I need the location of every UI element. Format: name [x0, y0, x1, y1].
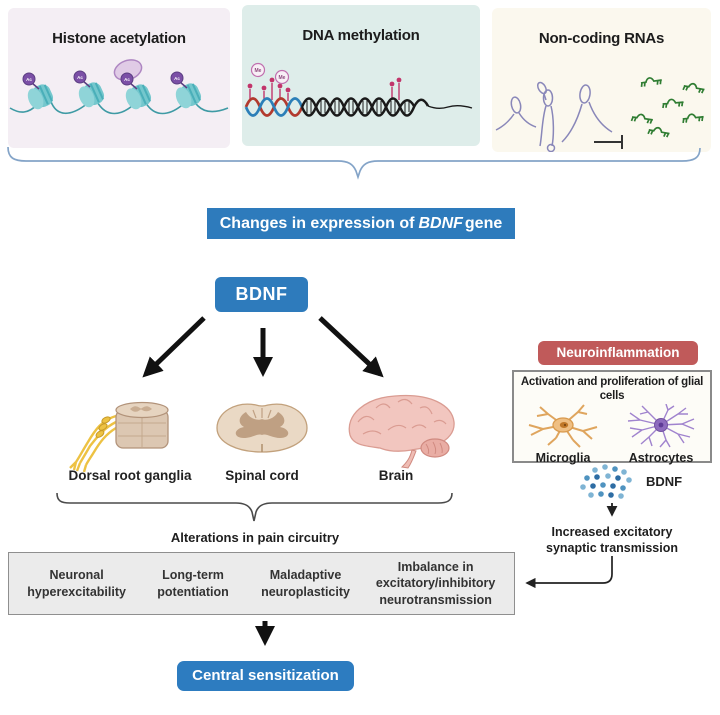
astrocytes-label: Astrocytes	[628, 451, 694, 466]
spinal-cord-illustration	[216, 403, 308, 453]
transmission-text: Increased excitatory synaptic transmissi…	[546, 525, 678, 556]
consequences-box: Neuronal hyperexcitability Long-term pot…	[8, 552, 515, 615]
svg-text:Ac: Ac	[174, 76, 180, 81]
label-brain: Brain	[378, 468, 414, 483]
svg-text:Ac: Ac	[26, 77, 32, 82]
nucleosome	[175, 83, 202, 109]
astrocyte-icon	[627, 403, 695, 448]
glial-caption: Activation and proliferation of glial ce…	[520, 376, 704, 403]
consequence-imbalance-neurotransmission: Imbalance in excitatory/inhibitory neuro…	[375, 560, 496, 607]
helix-rungs	[306, 99, 410, 115]
svg-text:Ac: Ac	[124, 77, 130, 82]
noncoding-rna-panel: Non-coding RNAs	[492, 8, 711, 152]
acetyl-group-icon: Ac	[22, 72, 40, 90]
neuroinflammation-box: Neuroinflammation	[538, 341, 698, 365]
methyl-group-icon: Me	[274, 69, 290, 85]
central-sensitization-box: Central sensitization	[177, 661, 354, 691]
label-spinal-cord: Spinal cord	[225, 468, 299, 483]
consequence-long-term-potentiation: Long-term potentiation	[157, 568, 229, 599]
dna-methylation-panel: DNA methylation Me Me	[242, 5, 480, 146]
bdnf-box: BDNF	[215, 277, 308, 312]
acetyl-group-icon: Ac	[170, 71, 188, 89]
acetyl-group-icon: Ac	[73, 70, 91, 88]
nucleosome	[78, 82, 105, 108]
label-dorsal-root-ganglia: Dorsal root ganglia	[68, 468, 192, 483]
dna-panel-title: DNA methylation	[302, 27, 420, 44]
microglia-icon	[528, 404, 598, 448]
svg-text:Me: Me	[279, 75, 286, 81]
glial-activation-box: Activation and proliferation of glial ce…	[512, 370, 712, 466]
organs-illustration	[69, 394, 455, 473]
bdnf-molecules-icon	[580, 464, 632, 499]
bdnf-molecules-label: BDNF	[646, 474, 683, 489]
consequence-maladaptive-neuroplasticity: Maladaptive neuroplasticity	[261, 568, 350, 599]
ncrna-panel-title: Non-coding RNAs	[538, 30, 665, 47]
inhibition-bar-icon	[594, 135, 623, 149]
bdnf-gene-italic: BDNF	[418, 215, 463, 232]
rna-hairpins	[495, 81, 613, 152]
nucleosome	[125, 84, 152, 110]
arrow-bdnf-to-brain	[318, 316, 384, 378]
microglia-label: Microglia	[535, 451, 591, 466]
microglia-figure: Microglia	[518, 404, 608, 465]
consequence-neuronal-hyperexcitability: Neuronal hyperexcitability	[27, 568, 126, 599]
methyl-group-icon: Me	[250, 62, 266, 78]
alterations-label: Alterations in pain circuitry	[170, 530, 340, 545]
pain-brace	[56, 492, 453, 522]
changes-prefix: Changes in expression of	[219, 215, 415, 232]
noncoding-rna-illustration	[495, 77, 705, 152]
histone-acetylation-illustration: Ac Ac Ac Ac	[9, 59, 229, 115]
dorsal-root-ganglia-illustration	[69, 401, 169, 473]
svg-text:Me: Me	[255, 68, 262, 74]
brain-illustration	[348, 394, 455, 469]
histone-panel-title: Histone acetylation	[52, 30, 186, 47]
arrow-transmission-to-graybox	[525, 556, 613, 589]
acetyl-group-icon: Ac	[120, 72, 138, 90]
dna-methylation-illustration: Me Me	[244, 62, 473, 117]
nucleosome	[27, 84, 54, 110]
histone-acetylation-panel: Histone acetylation	[8, 8, 230, 148]
mrna-fragments	[630, 77, 705, 138]
changes-suffix: gene	[464, 215, 503, 232]
astrocytes-figure: Astrocytes	[616, 403, 706, 466]
arrow-bdnf-to-drg	[142, 316, 206, 378]
svg-text:Ac: Ac	[77, 75, 83, 80]
